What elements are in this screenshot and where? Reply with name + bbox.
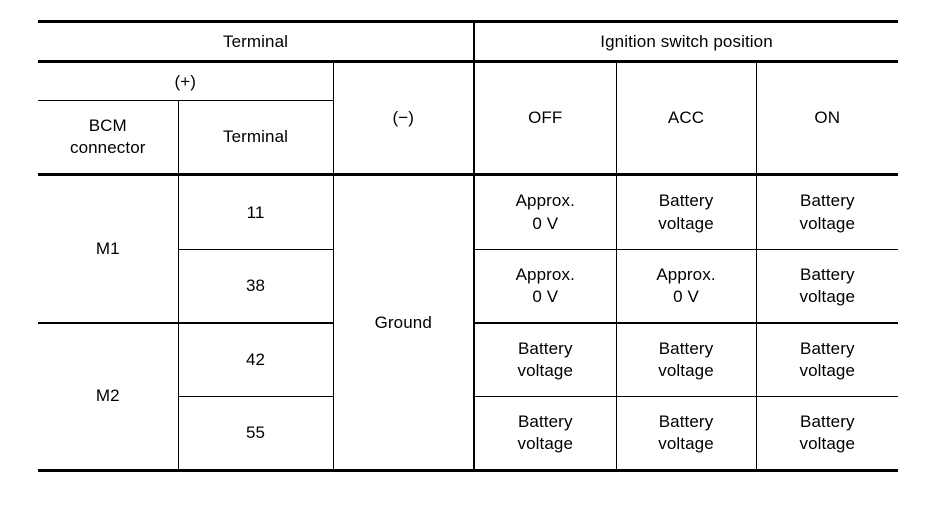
cell-value-acc: Approx. 0 V [616, 249, 757, 324]
table-row: 38 Approx. 0 V Approx. 0 V Battery volta… [38, 249, 899, 324]
header-row-groups: Terminal Ignition switch position [38, 19, 899, 64]
header-position-off: OFF [474, 61, 617, 177]
cell-terminal-number: 42 [178, 322, 334, 397]
cell-terminal-number: 38 [178, 249, 334, 324]
terminal-voltage-table-container: Terminal Ignition switch position (+) (−… [38, 19, 899, 473]
cell-value-on: Battery voltage [756, 322, 899, 397]
header-terminal-group: Terminal [38, 19, 476, 64]
header-positive: (+) [38, 61, 334, 102]
table-row: 55 Battery voltage Battery voltage Batte… [38, 396, 899, 473]
header-row-polarity: (+) (−) OFF ACC ON [38, 61, 899, 177]
header-ignition-group: Ignition switch position [474, 19, 899, 64]
header-row-terminal-detail: BCM connector Terminal [38, 100, 898, 177]
cell-ground-label: Ground [333, 174, 476, 472]
table-row: M2 42 Battery voltage Battery voltage Ba… [38, 322, 899, 472]
cell-value-acc: Battery voltage [616, 322, 757, 397]
cell-terminal-number: 55 [178, 396, 334, 473]
cell-value-acc: Battery voltage [616, 396, 757, 473]
header-negative: (−) [333, 61, 476, 177]
cell-value-on: Battery voltage [756, 396, 899, 473]
terminal-voltage-table: Terminal Ignition switch position (+) (−… [38, 19, 899, 473]
cell-terminal-number: 11 [178, 174, 334, 250]
cell-value-on: Battery voltage [756, 249, 899, 324]
cell-value-on: Battery voltage [756, 174, 899, 250]
table-row: M1 11 Ground Approx. 0 V Battery voltage… [38, 174, 899, 472]
cell-value-off: Approx. 0 V [474, 249, 617, 324]
cell-value-off: Battery voltage [474, 322, 617, 397]
header-terminal-number: Terminal [178, 100, 334, 177]
cell-value-acc: Battery voltage [616, 174, 757, 250]
header-position-acc: ACC [616, 61, 757, 177]
cell-value-off: Approx. 0 V [474, 174, 617, 250]
cell-value-off: Battery voltage [474, 396, 617, 473]
header-position-on: ON [756, 61, 899, 177]
cell-connector-m2: M2 [38, 322, 179, 472]
cell-connector-m1: M1 [38, 174, 179, 324]
header-bcm-connector: BCM connector [38, 100, 179, 177]
